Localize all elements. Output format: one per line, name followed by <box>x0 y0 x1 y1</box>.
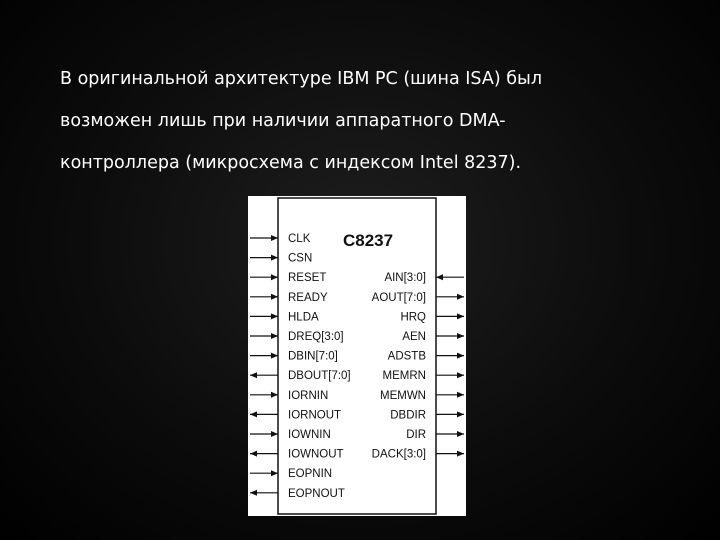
pin-aout-7-0: AOUT[7:0] <box>372 292 464 304</box>
pin-label: MEMWN <box>380 390 426 402</box>
pin-label: READY <box>288 292 328 304</box>
pin-label: DACK[3:0] <box>372 449 426 461</box>
chip-diagram-svg: C8237 CLK CSN RESET READY HLDA DREQ[3:0] DBIN[… <box>250 197 464 515</box>
pin-label: IORNIN <box>288 390 328 402</box>
slide-text-line-1: В оригинальной архитектуре IBM PC (шина … <box>60 69 543 89</box>
left-pin-group: CLK CSN RESET READY HLDA DREQ[3:0] DBIN[7:0] DB… <box>250 233 351 500</box>
pin-memwn: MEMWN <box>380 390 464 402</box>
pin-iownin: IOWNIN <box>250 429 331 441</box>
chip-diagram: C8237 CLK CSN RESET READY HLDA DREQ[3:0] DBIN[… <box>248 196 466 516</box>
pin-hrq: HRQ <box>400 311 464 323</box>
pin-hlda: HLDA <box>250 311 319 323</box>
pin-dreq-3-0: DREQ[3:0] <box>250 331 344 343</box>
pin-label: DBDIR <box>390 409 426 421</box>
pin-label: AOUT[7:0] <box>372 292 426 304</box>
pin-label: HRQ <box>400 311 426 323</box>
pin-iownout: IOWNOUT <box>250 449 344 461</box>
slide-text-line-2: возможен лишь при наличии аппаратного DM… <box>60 111 506 131</box>
pin-label: CLK <box>288 233 311 245</box>
pin-aen: AEN <box>402 331 464 343</box>
pin-label: AEN <box>402 331 426 343</box>
pin-label: EOPNOUT <box>288 488 345 500</box>
pin-adstb: ADSTB <box>388 351 464 363</box>
slide-body-text: В оригинальной архитектуре IBM PC (шина … <box>60 58 680 184</box>
pin-label: DBIN[7:0] <box>288 351 338 363</box>
pin-dbout-7-0: DBOUT[7:0] <box>250 370 351 382</box>
pin-memrn: MEMRN <box>383 370 464 382</box>
pin-eopnin: EOPNIN <box>250 468 332 480</box>
pin-iornout: IORNOUT <box>250 409 341 421</box>
right-pin-group: AIN[3:0] AOUT[7:0] HRQ AEN ADSTB MEMRN MEMWN DB… <box>372 272 464 461</box>
pin-reset: RESET <box>250 272 326 284</box>
pin-label: DREQ[3:0] <box>288 331 344 343</box>
chip-body <box>277 197 437 515</box>
pin-ain-3-0: AIN[3:0] <box>384 272 464 284</box>
pin-label: HLDA <box>288 311 319 323</box>
pin-label: DIR <box>406 429 426 441</box>
pin-ready: READY <box>250 292 328 304</box>
pin-eopnout: EOPNOUT <box>250 488 345 500</box>
pin-label: EOPNIN <box>288 468 332 480</box>
pin-label: IORNOUT <box>288 409 341 421</box>
pin-dbdir: DBDIR <box>390 409 464 421</box>
chip-title: C8237 <box>343 231 393 250</box>
slide-text-line-3: контроллера (микросхема с индексом Intel… <box>60 153 522 173</box>
pin-iornin: IORNIN <box>250 390 328 402</box>
pin-label: IOWNOUT <box>288 449 344 461</box>
pin-dbin-7-0: DBIN[7:0] <box>250 351 338 363</box>
pin-label: CSN <box>288 253 312 265</box>
pin-label: IOWNIN <box>288 429 331 441</box>
pin-dack-3-0: DACK[3:0] <box>372 449 464 461</box>
pin-label: RESET <box>288 272 326 284</box>
pin-label: MEMRN <box>383 370 426 382</box>
pin-clk: CLK <box>250 233 311 245</box>
pin-label: AIN[3:0] <box>384 272 426 284</box>
pin-csn: CSN <box>250 253 312 265</box>
pin-label: ADSTB <box>388 351 427 363</box>
pin-dir: DIR <box>406 429 464 441</box>
pin-label: DBOUT[7:0] <box>288 370 351 382</box>
